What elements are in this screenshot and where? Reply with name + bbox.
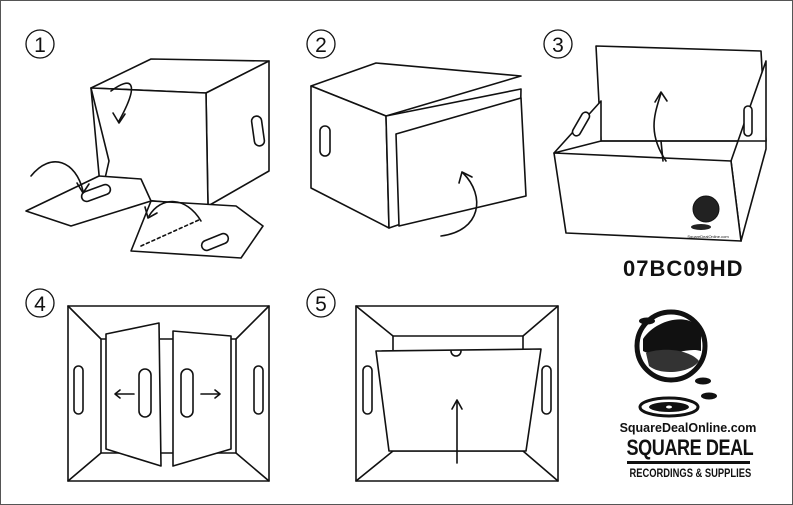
step-4-illustration	[67, 305, 270, 482]
step-5-illustration	[355, 305, 559, 482]
step-2-number: 2	[315, 34, 327, 57]
step-1-illustration	[25, 58, 270, 259]
step-1-badge: 1	[25, 29, 55, 59]
logo-subtitle: RECORDINGS & SUPPLIES	[629, 466, 752, 480]
step-2-illustration	[310, 62, 527, 237]
small-logo-url: SquareDealOnline.com	[687, 234, 729, 239]
step-4-number: 4	[34, 293, 46, 316]
logo-url: SquareDealOnline.com	[619, 421, 757, 435]
step-3-number: 3	[552, 34, 564, 57]
step-5-badge: 5	[306, 288, 336, 318]
step-2-badge: 2	[306, 29, 336, 59]
step-1-number: 1	[34, 34, 46, 57]
small-logo: SquareDealOnline.com	[687, 195, 729, 239]
step-3-badge: 3	[543, 29, 573, 59]
step-3-illustration: SquareDealOnline.com	[553, 45, 767, 242]
square-deal-logo	[634, 309, 717, 418]
step-5-number: 5	[315, 293, 327, 316]
product-code: 07BC09HD	[623, 256, 744, 281]
logo-divider	[627, 461, 750, 464]
logo-brand: SQUARE DEAL	[626, 435, 754, 460]
step-4-badge: 4	[25, 288, 55, 318]
